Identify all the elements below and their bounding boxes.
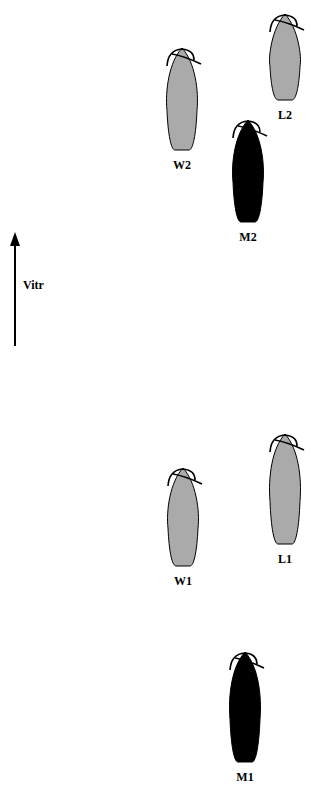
boat-hull [265, 12, 305, 102]
boat-label: W1 [143, 574, 223, 588]
sailboat: W2 [162, 46, 202, 172]
boat-hull [225, 650, 265, 764]
boat-hull [228, 118, 268, 224]
sailboat: M2 [228, 118, 268, 244]
boat-hull [162, 46, 202, 152]
boat-label: M2 [208, 230, 288, 244]
sailboat: L2 [265, 12, 305, 122]
boat-label: M1 [205, 770, 285, 784]
boat-hull [265, 432, 305, 546]
sailboat: L1 [265, 432, 305, 566]
boat-hull [163, 466, 203, 568]
boat-label: L1 [245, 552, 325, 566]
wind-label: Vitr [23, 278, 44, 292]
boat-label: L2 [245, 108, 325, 122]
sailboat: W1 [163, 466, 203, 588]
boat-label: W2 [142, 158, 222, 172]
sailboat: M1 [225, 650, 265, 784]
